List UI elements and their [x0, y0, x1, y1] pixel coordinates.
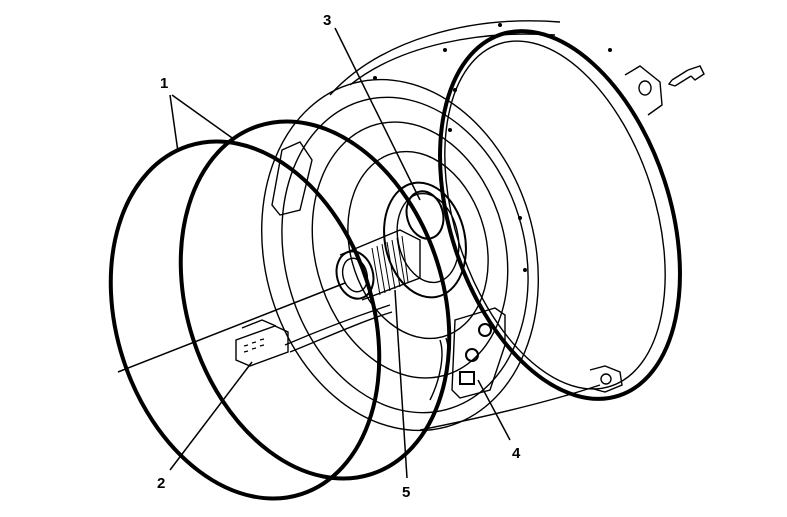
callout-3: 3	[323, 12, 331, 29]
mounting-ear-bottom-hole	[600, 373, 612, 385]
o-ring-rear	[178, 119, 452, 481]
bolt	[667, 65, 705, 87]
terminal-3	[459, 371, 475, 385]
housing-bottom-edge	[419, 384, 601, 431]
hub-bore-outer	[383, 181, 467, 299]
spline-teeth	[371, 235, 409, 296]
leader-2	[169, 361, 253, 471]
callouts: 1 2 3 4 5	[157, 12, 521, 501]
front-face-outer	[261, 78, 539, 432]
housing-rear-flange-inner	[444, 40, 666, 390]
electrical-connector	[235, 319, 289, 367]
leader-4	[477, 379, 511, 441]
reference-line	[117, 282, 346, 373]
housing	[329, 20, 682, 431]
mounting-ear-bottom	[589, 365, 623, 393]
seal-ring	[405, 190, 445, 240]
leader-1a	[169, 94, 179, 153]
leader-lines	[169, 27, 511, 479]
housing-top-edge	[329, 20, 561, 96]
splined-shaft	[335, 229, 421, 301]
leader-5	[394, 289, 408, 479]
terminal-block	[451, 307, 506, 399]
mounting-ear-top	[624, 65, 663, 116]
callout-2: 2	[157, 475, 165, 492]
leader-3	[334, 27, 421, 201]
terminal-2	[465, 348, 479, 362]
callout-4: 4	[512, 445, 521, 462]
hub-bore-inner	[396, 192, 460, 284]
front-face-ring-2	[281, 96, 529, 414]
housing-front	[261, 23, 612, 432]
callout-1: 1	[160, 75, 168, 92]
front-window	[271, 141, 313, 216]
leader-1b	[171, 94, 236, 141]
front-face-ring-3	[311, 121, 509, 379]
front-face-ring-4	[347, 150, 489, 340]
o-ring-front	[108, 139, 382, 501]
terminal-1	[478, 323, 492, 337]
mounting-ear-hole	[638, 80, 652, 96]
housing-bolt-dots	[373, 23, 612, 272]
housing-top-edge-2	[349, 33, 556, 86]
callout-5: 5	[402, 484, 410, 501]
